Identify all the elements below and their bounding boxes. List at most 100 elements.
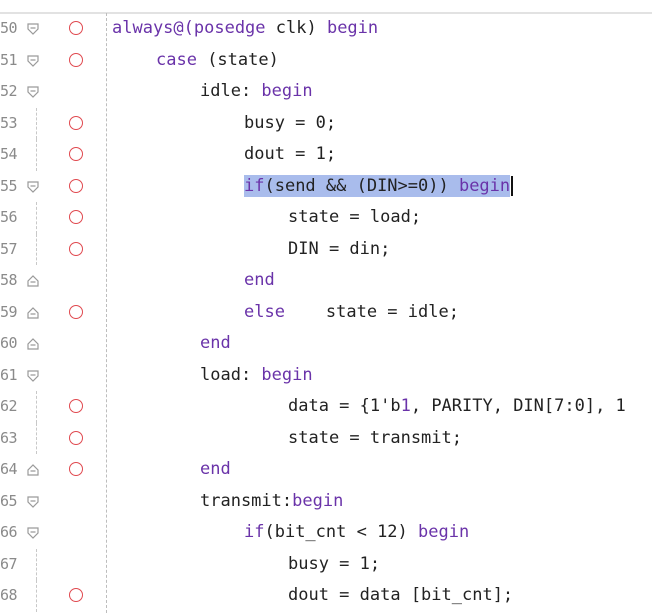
breakpoint-icon[interactable]: [69, 399, 83, 413]
line-number: 61: [0, 365, 18, 384]
code-text[interactable]: if(bit_cnt < 12) begin: [244, 517, 469, 549]
keyword-token: begin: [418, 522, 470, 542]
breakpoint-icon[interactable]: [69, 147, 83, 161]
line-number: 65: [0, 491, 18, 510]
line-number: 58: [0, 271, 18, 289]
code-text[interactable]: if(send && (DIN>=0)) begin: [244, 171, 514, 203]
code-token: dout = 1;: [244, 144, 337, 164]
code-token: busy = 0;: [244, 112, 337, 133]
breakpoint-icon[interactable]: [69, 178, 83, 193]
fold-guide: [36, 233, 37, 265]
breakpoint-icon[interactable]: [69, 588, 83, 602]
code-text[interactable]: dout = 1;: [244, 139, 336, 171]
line-number: 67: [0, 554, 18, 573]
line-number: 51: [0, 50, 18, 69]
fold-guide: [36, 107, 37, 139]
selected-text[interactable]: if(send && (DIN>=0)) begin: [244, 174, 511, 197]
line-number: 53: [0, 113, 18, 132]
line-number: 50: [0, 19, 18, 37]
code-line[interactable]: 50 always@(posedge clk) begin: [0, 13, 652, 45]
code-text[interactable]: case (state): [156, 45, 279, 77]
code-token: data = {1'b: [288, 396, 401, 416]
code-token: (bit_cnt < 12): [264, 522, 419, 542]
line-number: 52: [0, 82, 18, 100]
code-text[interactable]: DIN = din;: [288, 234, 390, 266]
code-line[interactable]: 53 busy = 0;: [0, 107, 652, 140]
code-text[interactable]: end: [244, 265, 275, 297]
breakpoint-icon[interactable]: [69, 52, 83, 67]
fold-guide: [36, 391, 37, 423]
code-token: state = load;: [288, 207, 422, 227]
code-lines: 50 always@(posedge clk) begin 51 case (stat…: [0, 13, 652, 612]
fold-collapse-icon[interactable]: [26, 22, 40, 36]
code-token: DIN = din;: [288, 238, 391, 259]
code-line[interactable]: 68 dout = data [bit_cnt];: [0, 580, 652, 612]
breakpoint-icon[interactable]: [69, 115, 83, 130]
code-token: (state): [196, 49, 279, 70]
keyword-token: end: [200, 333, 231, 353]
text-caret: [511, 175, 514, 196]
fold-end-icon[interactable]: [26, 306, 40, 320]
line-number: 66: [0, 523, 18, 541]
code-line[interactable]: 51 case (state): [0, 45, 652, 77]
keyword-token: case: [156, 49, 197, 70]
code-text[interactable]: state = transmit;: [288, 423, 462, 455]
code-line[interactable]: 67 busy = 1;: [0, 548, 652, 581]
code-line[interactable]: 58 end: [0, 265, 652, 297]
code-text[interactable]: end: [200, 328, 231, 360]
fold-collapse-icon[interactable]: [26, 180, 40, 194]
code-line[interactable]: 57 DIN = din;: [0, 233, 652, 266]
fold-guide: [36, 202, 37, 234]
keyword-token: begin: [261, 81, 313, 101]
fold-end-icon[interactable]: [26, 337, 40, 351]
code-text[interactable]: else state = idle;: [244, 297, 459, 329]
breakpoint-icon[interactable]: [69, 462, 83, 476]
code-text[interactable]: load: begin: [200, 360, 313, 392]
code-text[interactable]: busy = 1;: [288, 549, 380, 581]
breakpoint-icon[interactable]: [69, 210, 83, 224]
line-number: 59: [0, 302, 18, 321]
fold-guide: [36, 139, 37, 171]
gutter-separator: [106, 13, 107, 613]
code-text[interactable]: always@(posedge clk) begin: [112, 13, 378, 45]
code-text[interactable]: end: [200, 454, 231, 486]
line-number: 60: [0, 334, 18, 352]
breakpoint-icon[interactable]: [69, 430, 83, 445]
fold-collapse-icon[interactable]: [26, 85, 40, 99]
fold-collapse-icon[interactable]: [26, 526, 40, 540]
fold-collapse-icon[interactable]: [26, 369, 40, 383]
fold-guide: [36, 580, 37, 612]
breakpoint-icon[interactable]: [69, 21, 83, 35]
code-text[interactable]: idle: begin: [200, 76, 313, 108]
code-line[interactable]: 65 transmit:begin: [0, 486, 652, 518]
keyword-token: begin: [261, 364, 313, 385]
line-number: 57: [0, 239, 18, 258]
code-line[interactable]: 59 else state = idle;: [0, 297, 652, 329]
code-line[interactable]: 60 end: [0, 328, 652, 360]
code-token: dout = data [bit_cnt];: [288, 585, 514, 605]
fold-collapse-icon[interactable]: [26, 495, 40, 509]
keyword-token: else: [244, 301, 285, 322]
code-text[interactable]: busy = 0;: [244, 108, 336, 140]
code-text[interactable]: state = load;: [288, 202, 421, 234]
breakpoint-icon[interactable]: [69, 241, 83, 256]
fold-end-icon[interactable]: [26, 463, 40, 477]
code-line[interactable]: 52 idle: begin: [0, 76, 652, 108]
fold-collapse-icon[interactable]: [26, 54, 40, 68]
code-text[interactable]: transmit:begin: [200, 486, 343, 518]
code-text[interactable]: dout = data [bit_cnt];: [288, 580, 513, 612]
code-line[interactable]: 61 load: begin: [0, 360, 652, 392]
keyword-token: begin: [326, 18, 379, 38]
line-number: 68: [0, 586, 18, 604]
fold-end-icon[interactable]: [26, 274, 40, 288]
code-line[interactable]: 66 if(bit_cnt < 12) begin: [0, 517, 652, 549]
code-text[interactable]: data = {1'b1, PARITY, DIN[7:0], 1: [288, 391, 626, 423]
breakpoint-icon[interactable]: [69, 304, 83, 319]
